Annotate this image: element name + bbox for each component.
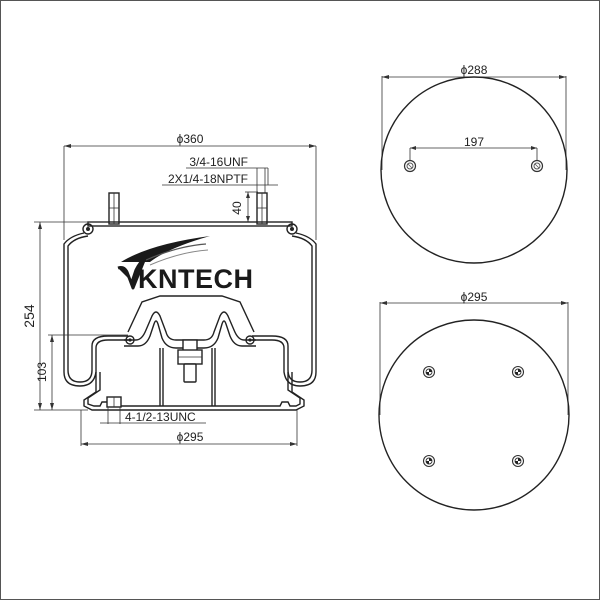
bottom-thread-label: 4-1/2-13UNC bbox=[125, 410, 196, 424]
top-plate-diameter-label: ϕ288 bbox=[461, 63, 488, 77]
brand-logo: KNTECH bbox=[117, 236, 254, 294]
bottom-thread-callout: 4-1/2-13UNC bbox=[100, 407, 206, 424]
bolt-hole-bottom-right-icon bbox=[511, 454, 525, 468]
side-view: ϕ360 3/4-16UNF 2X1/4-18NPTF 40 bbox=[21, 132, 317, 446]
center-bolt-shank bbox=[183, 363, 197, 383]
top-stud-left-icon bbox=[403, 159, 417, 173]
logo-swoosh-icon bbox=[121, 236, 210, 262]
logo-text: KNTECH bbox=[138, 264, 254, 294]
bottom-plate-diameter-label: ϕ295 bbox=[461, 290, 488, 304]
bottom-plate-circle bbox=[378, 319, 570, 511]
top-stud-right-icon bbox=[530, 159, 544, 173]
stud-height-label: 40 bbox=[230, 201, 244, 215]
dimension-top-diameter: ϕ360 bbox=[63, 132, 317, 240]
top-plate-circle bbox=[380, 76, 568, 264]
top-plate-view: ϕ288 197 bbox=[380, 63, 568, 264]
bottom-plate-view: ϕ295 bbox=[378, 290, 570, 511]
dimension-stud-height: 40 bbox=[230, 191, 258, 222]
air-thread-label: 2X1/4-18NPTF bbox=[168, 172, 248, 186]
overall-height-label: 254 bbox=[21, 304, 37, 328]
bolt-hole-top-left-icon bbox=[422, 365, 436, 379]
stud-spacing-label: 197 bbox=[464, 135, 484, 149]
top-thread-label: 3/4-16UNF bbox=[189, 155, 248, 169]
dimension-piston-height: 103 bbox=[35, 334, 128, 410]
dimension-bottom-diameter: ϕ295 bbox=[80, 410, 298, 446]
bolt-hole-top-right-icon bbox=[511, 365, 525, 379]
piston-height-label: 103 bbox=[35, 362, 49, 382]
logo-v-mark-icon bbox=[117, 256, 147, 290]
dimension-overall-height: 254 bbox=[21, 221, 108, 411]
bolt-hole-bottom-left-icon bbox=[422, 454, 436, 468]
bottom-diameter-label: ϕ295 bbox=[177, 430, 204, 444]
top-diameter-label: ϕ360 bbox=[177, 132, 204, 146]
